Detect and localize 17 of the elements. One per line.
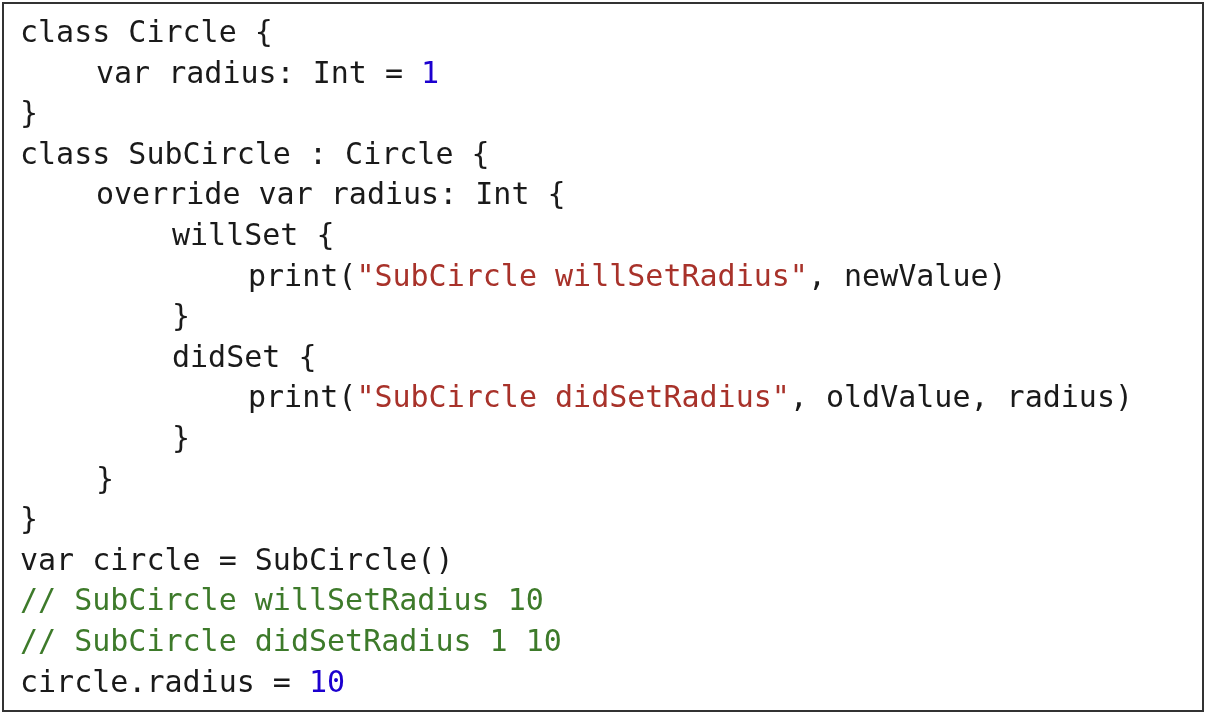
code-line: } [20, 94, 39, 133]
code-line: } [20, 500, 39, 539]
code-line: willSet { [172, 216, 335, 254]
code-line: // SubCircle willSetRadius 10 [20, 581, 544, 620]
code-line: } [96, 459, 115, 498]
code-line: // SubCircle didSetRadius 1 10 [20, 622, 562, 660]
code-line: class SubCircle : Circle { [20, 134, 490, 173]
code-line: print("SubCircle willSetRadius", newValue) [248, 256, 1007, 295]
code-line: } [172, 419, 191, 457]
code-line: var radius: Int = 1 [96, 53, 440, 92]
code-line: print("SubCircle didSetRadius", oldValue, radius) [248, 378, 1134, 417]
code-line: override var radius: Int { [96, 175, 566, 214]
code-line: circle.radius = 10 [20, 662, 346, 701]
code-line: didSet { [172, 337, 317, 376]
code-line: var circle = SubCircle() [20, 540, 454, 579]
code-line: class Circle { [20, 13, 273, 51]
code-line: } [172, 297, 191, 336]
